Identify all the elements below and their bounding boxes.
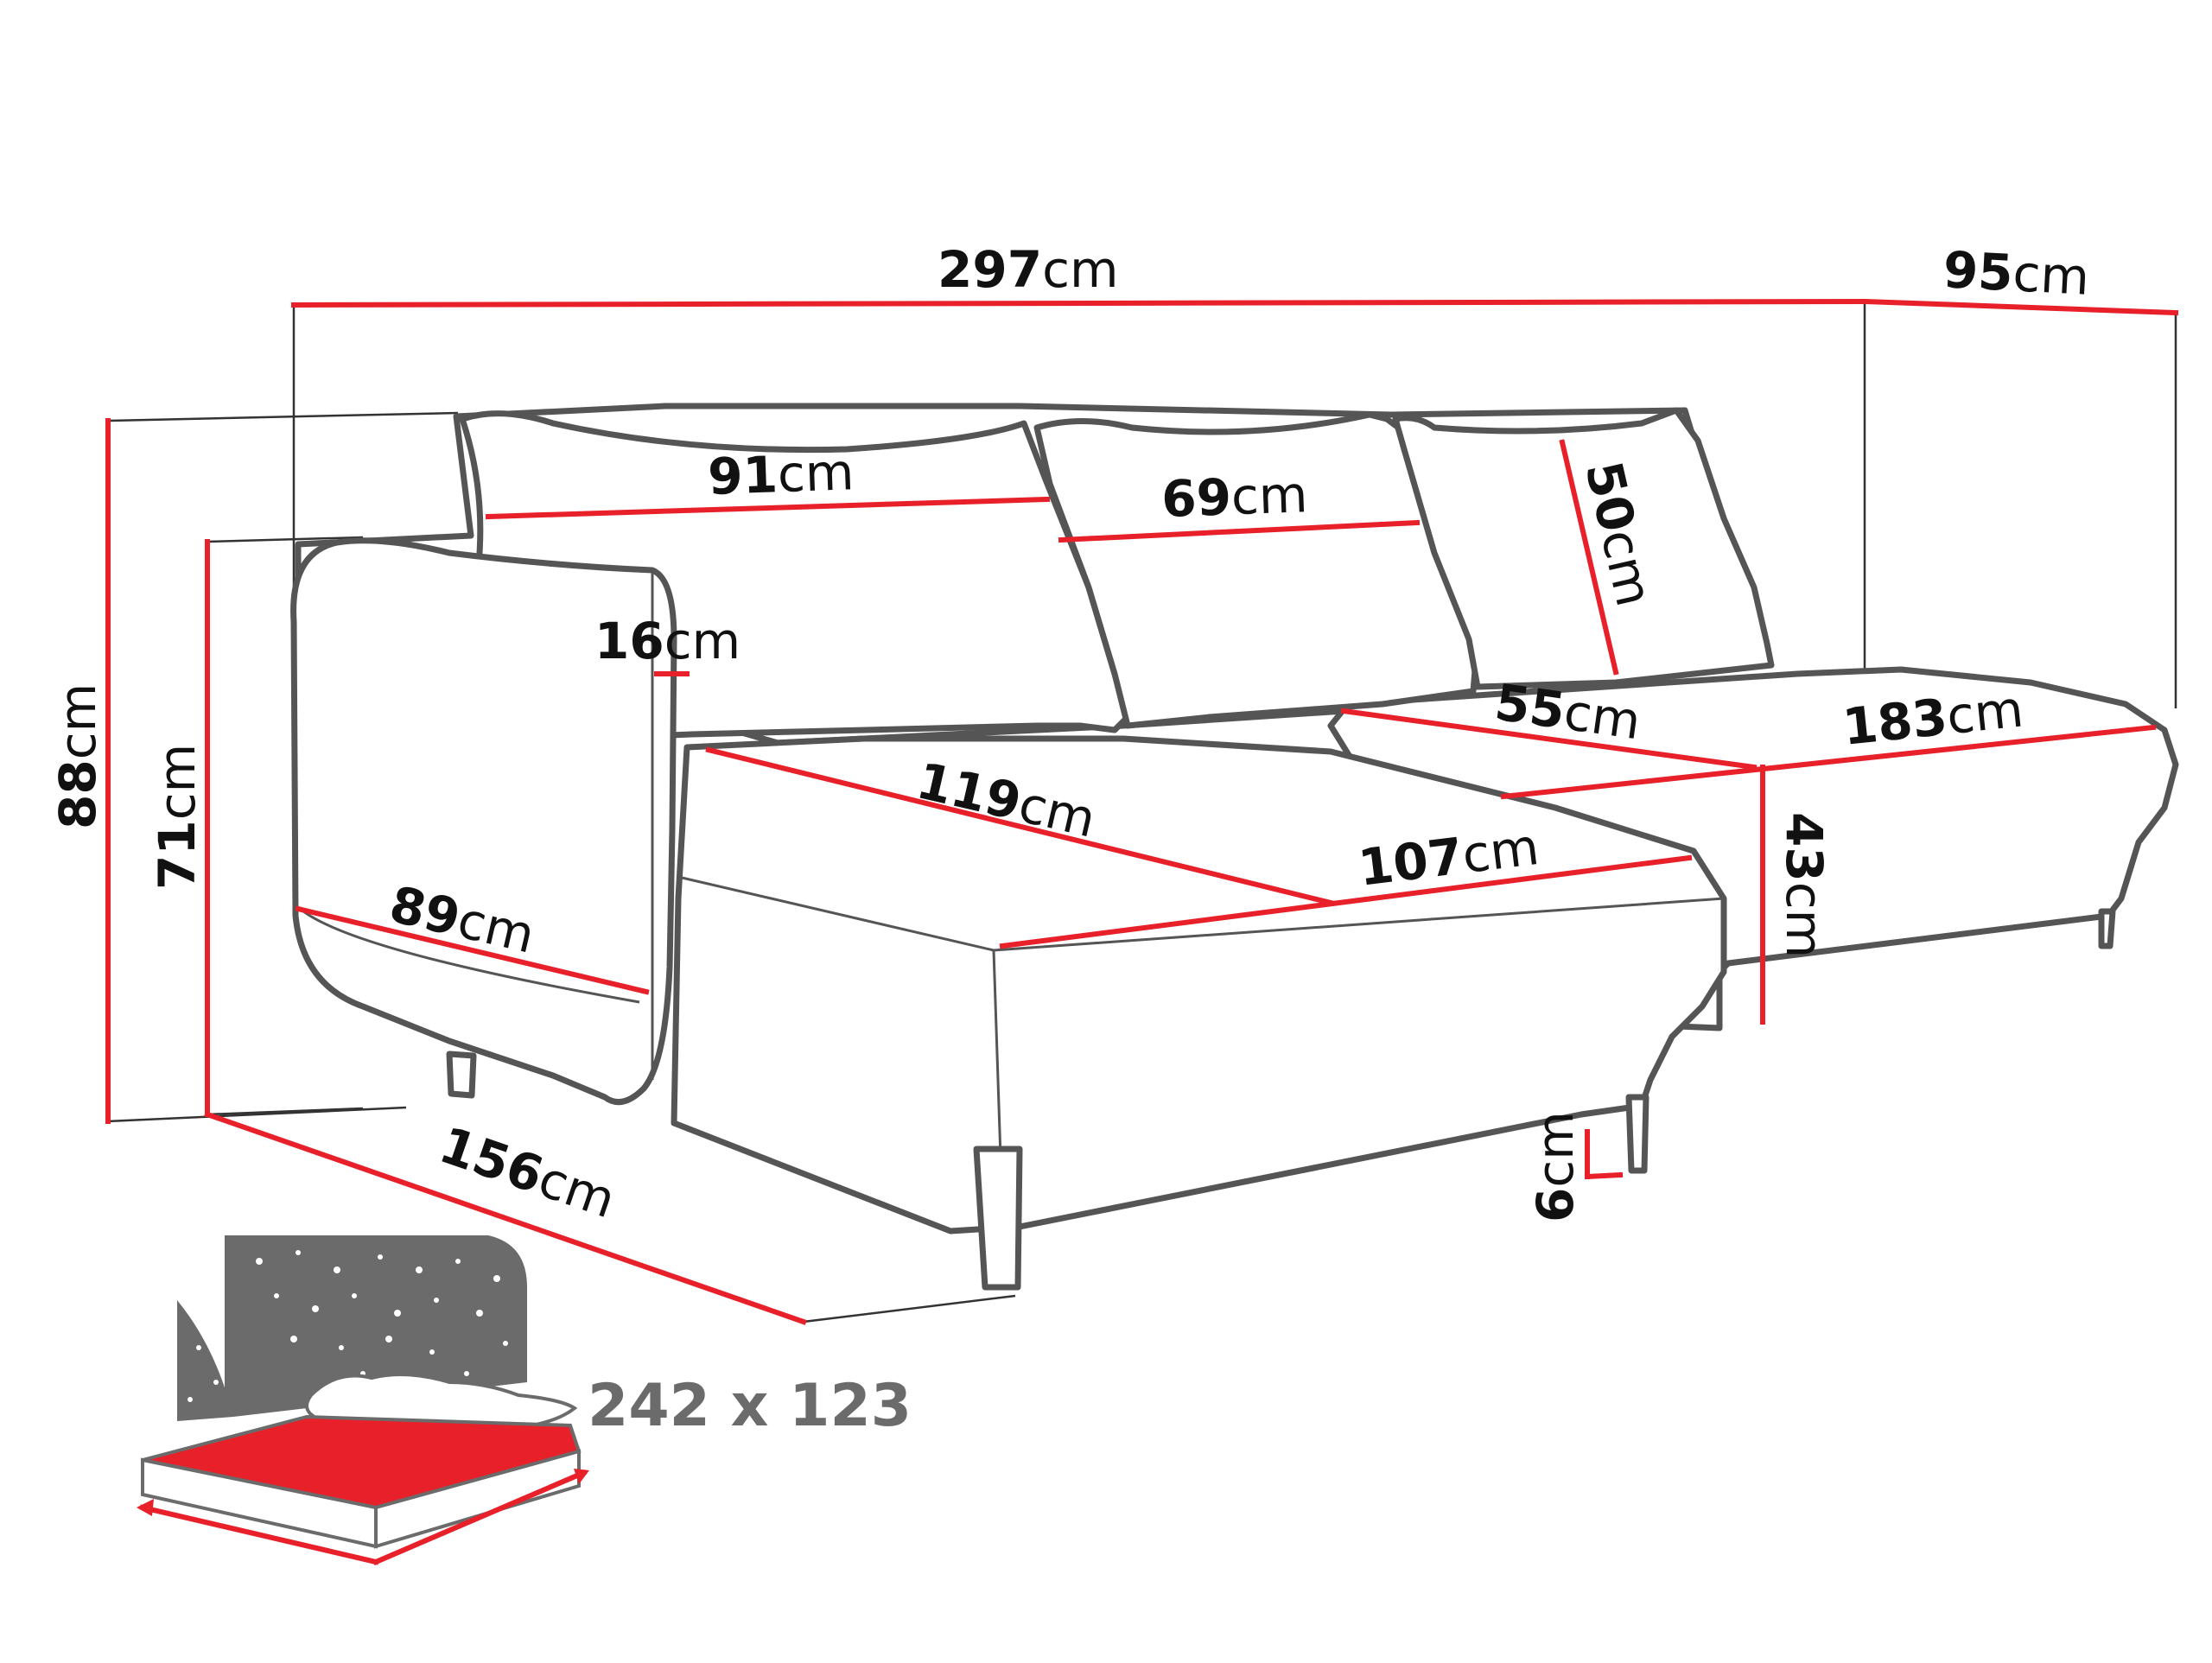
bed-icon xyxy=(137,1235,589,1565)
dim-line-91 xyxy=(485,496,1051,520)
front-leg xyxy=(973,1146,1023,1291)
dimension-lines xyxy=(105,298,2179,1325)
left-armrest xyxy=(290,537,677,1106)
night-sky-panel xyxy=(177,1235,527,1417)
label-6: 6cm xyxy=(1526,1111,1585,1222)
label-183: 183cm xyxy=(1840,679,2025,757)
dim-line-119 xyxy=(705,746,1334,906)
label-71: 71cm xyxy=(148,744,207,890)
bed-size-label: 242 x 123 xyxy=(588,1372,912,1440)
guide-lines xyxy=(107,302,2177,1323)
label-55: 55cm xyxy=(1491,673,1644,752)
label-91: 91cm xyxy=(707,442,855,506)
dim-line-55 xyxy=(1340,708,1758,771)
back-cushion-3 xyxy=(1392,407,1775,690)
dim-line-107 xyxy=(999,854,1693,949)
label-95: 95cm xyxy=(1942,240,2090,307)
label-297: 297cm xyxy=(938,240,1118,299)
label-69: 69cm xyxy=(1160,465,1308,529)
dim-line-297 xyxy=(290,298,1868,308)
label-43: 43cm xyxy=(1775,812,1834,958)
dim-line-50 xyxy=(1559,439,1619,676)
sofa-drawing xyxy=(290,403,2179,1291)
dim-line-69 xyxy=(1058,519,1421,543)
dim-line-183 xyxy=(1500,724,2157,800)
dim-line-89 xyxy=(295,905,650,995)
main-seat xyxy=(671,735,1727,1235)
stars xyxy=(188,1250,508,1402)
label-16: 16cm xyxy=(594,612,741,670)
label-107: 107cm xyxy=(1355,817,1541,898)
dim-line-95 xyxy=(1861,298,2179,316)
label-156: 156cm xyxy=(432,1115,622,1229)
label-88: 88cm xyxy=(48,683,107,829)
dim-line-156 xyxy=(204,1111,807,1325)
